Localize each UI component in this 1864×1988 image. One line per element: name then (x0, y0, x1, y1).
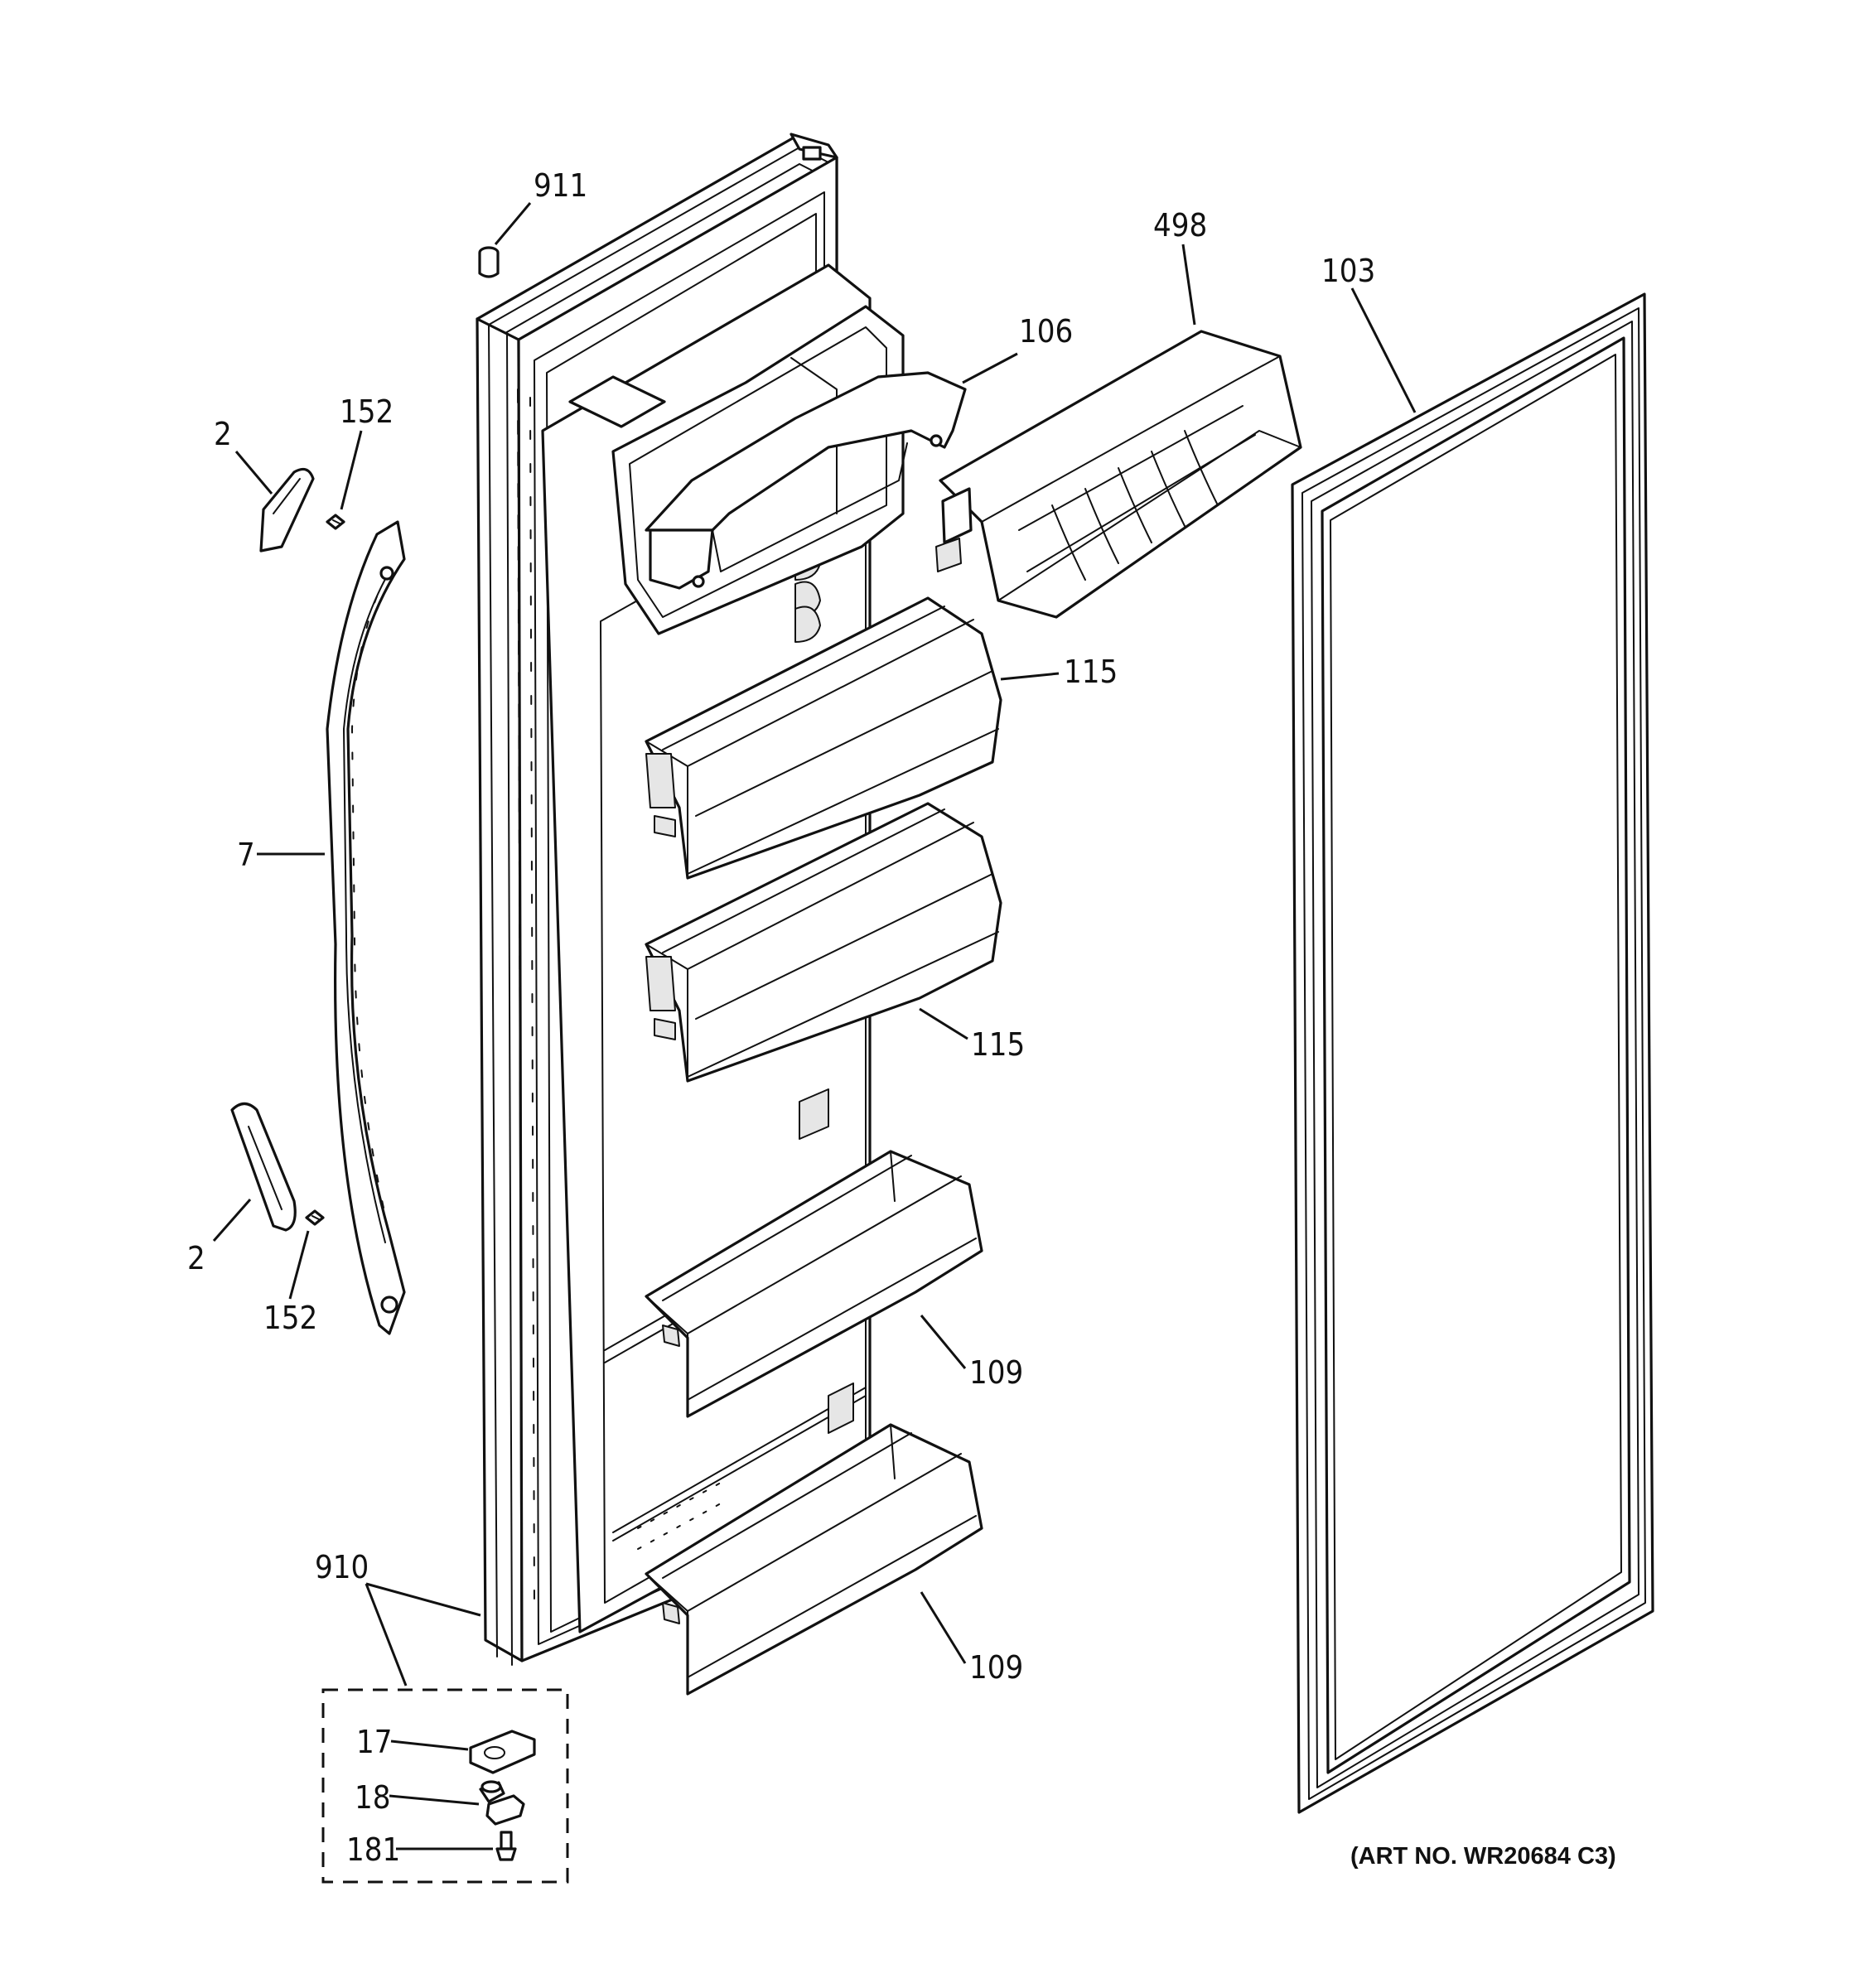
callout-911: 911 (534, 167, 587, 204)
callout-498: 498 (1153, 207, 1207, 244)
callout-labels: 911 498 103 106 152 2 115 7 115 2 152 10… (187, 167, 1616, 1870)
callout-152-upper: 152 (340, 393, 394, 430)
callout-152-lower: 152 (263, 1300, 317, 1336)
callout-18: 18 (355, 1779, 391, 1816)
callout-109-lower: 109 (969, 1649, 1023, 1686)
screw-152-upper-part[interactable] (326, 514, 345, 530)
screw-part-181[interactable] (495, 1831, 517, 1861)
art-number: (ART NO. WR20684 C3) (1350, 1843, 1616, 1870)
door-gasket-part[interactable] (1291, 292, 1654, 1814)
hinge-kit-box (321, 1688, 569, 1884)
callout-7: 7 (237, 837, 255, 873)
hinge-part-17[interactable] (469, 1730, 536, 1774)
leader-lines (212, 202, 1417, 1850)
screw-152-lower-part[interactable] (305, 1209, 325, 1226)
callout-181: 181 (346, 1831, 400, 1868)
bin-109-upper-part[interactable] (645, 1150, 983, 1418)
callout-910: 910 (315, 1549, 369, 1585)
bin-498-part[interactable] (935, 330, 1302, 619)
callout-2-upper: 2 (214, 416, 232, 452)
hinge-pin-part-18[interactable] (479, 1780, 525, 1826)
bin-109-lower-part[interactable] (645, 1423, 983, 1696)
callout-106: 106 (1019, 313, 1073, 350)
callout-2-lower: 2 (187, 1240, 205, 1276)
door-handle-part[interactable] (326, 520, 406, 1335)
hole-plug-911-part[interactable] (478, 246, 500, 278)
callout-109-upper: 109 (969, 1354, 1023, 1391)
callout-115-upper: 115 (1064, 654, 1118, 690)
callout-103: 103 (1321, 253, 1375, 289)
callout-17: 17 (356, 1724, 393, 1760)
shelf-115-upper-part[interactable] (645, 596, 1002, 880)
end-cap-upper-part[interactable] (259, 467, 315, 552)
callout-115-lower: 115 (971, 1026, 1025, 1063)
handle-piece-part[interactable] (645, 371, 967, 590)
shelf-115-lower-part[interactable] (645, 802, 1002, 1083)
end-cap-lower-part[interactable] (230, 1102, 297, 1232)
